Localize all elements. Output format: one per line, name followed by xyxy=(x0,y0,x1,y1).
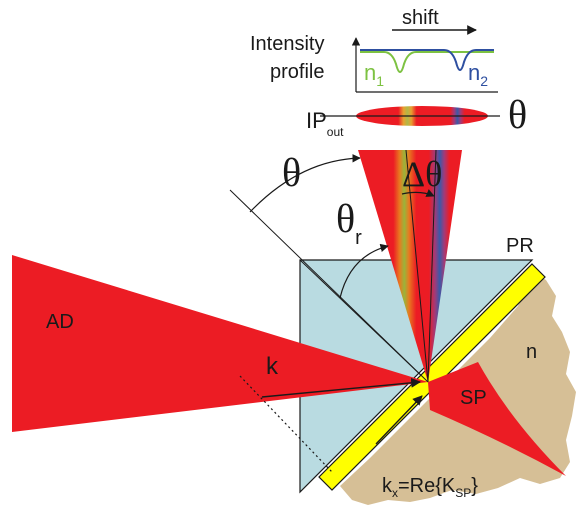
n1-label: n1 xyxy=(364,60,384,89)
metal-film xyxy=(318,263,546,491)
theta-arc xyxy=(249,154,361,213)
curve-n2 xyxy=(360,49,494,71)
wavefront-dotted-line xyxy=(239,375,333,473)
delta-theta-arc xyxy=(401,189,435,197)
kx-label: kx=Re{KSP} xyxy=(382,475,478,500)
theta-r-arc xyxy=(339,243,389,299)
curve-n1 xyxy=(360,51,494,73)
k-vector-arrow xyxy=(261,377,421,398)
sp-label: SP xyxy=(460,387,487,409)
theta-incident-label: θ xyxy=(282,150,301,195)
ad-label: AD xyxy=(46,311,74,333)
intensity-label: Intensity xyxy=(250,33,324,55)
k-label: k xyxy=(266,353,279,380)
theta-r-label: θr xyxy=(336,196,362,249)
reflected-line-2 xyxy=(427,149,437,383)
profile-label: profile xyxy=(270,61,324,83)
n2-label: n2 xyxy=(468,60,488,89)
shift-label: shift xyxy=(402,7,439,29)
theta-axis-label: θ xyxy=(508,92,527,137)
surface-plasmon-beam xyxy=(428,362,566,476)
surface-normal-line xyxy=(229,189,429,383)
n-label: n xyxy=(526,341,537,363)
reflected-line-1 xyxy=(405,149,429,383)
reflected-fan xyxy=(358,150,462,382)
prism-label: PR xyxy=(506,235,534,257)
delta-theta-label: Δθ xyxy=(402,154,442,194)
ip-out-label: IPout xyxy=(306,108,344,139)
incident-beam xyxy=(12,255,428,432)
kx-arrow xyxy=(375,395,423,445)
